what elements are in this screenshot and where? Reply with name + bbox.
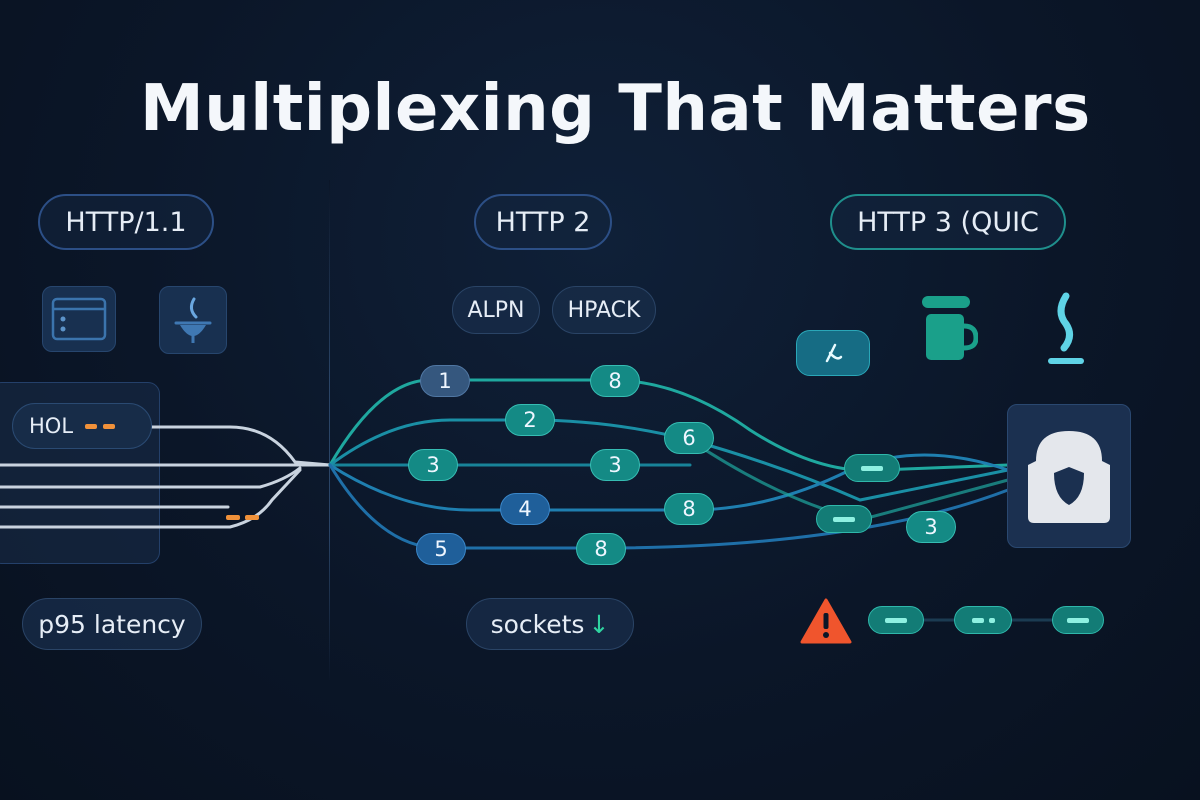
http2-label: HTTP 2	[474, 194, 612, 250]
stream-line	[328, 453, 1010, 512]
http1-line	[128, 425, 332, 467]
stream-badge: 4	[500, 493, 550, 525]
warning-icon	[800, 598, 852, 648]
http1-label: HTTP/1.1	[38, 194, 214, 250]
sockets-metric: sockets↓	[466, 598, 634, 650]
hol-label: HOL	[29, 414, 74, 438]
hol-marker	[85, 423, 98, 429]
stream-badge: 3	[906, 511, 956, 543]
stream-line	[328, 418, 1010, 502]
blocked-marker	[226, 505, 264, 524]
quic-packet	[954, 606, 1012, 634]
stream-badge: 8	[590, 365, 640, 397]
hol-badge: HOL	[12, 403, 152, 449]
quic-packet	[844, 454, 900, 482]
shield-icon	[1028, 431, 1110, 523]
stream-badge: 1	[420, 365, 470, 397]
quic-packet	[816, 505, 872, 533]
server-shield-box	[1007, 404, 1131, 548]
stream-line	[328, 378, 1010, 472]
browser-window-icon	[42, 286, 116, 352]
http3-label: HTTP 3 (QUIC	[830, 194, 1066, 250]
p95-latency-metric: p95 latency	[22, 598, 202, 650]
alpn-tag: ALPN	[452, 286, 540, 334]
coffee-cup-icon	[159, 286, 227, 354]
hol-marker	[103, 423, 116, 429]
stream-badge: 3	[590, 449, 640, 481]
signature-icon	[796, 330, 870, 376]
stream-badge: 8	[664, 493, 714, 525]
page-title: Multiplexing That Matters	[140, 72, 1091, 146]
stream-badge: 3	[408, 449, 458, 481]
steam-icon	[1040, 292, 1090, 376]
column-divider	[329, 180, 330, 680]
hpack-tag: HPACK	[552, 286, 656, 334]
quic-packet	[1052, 606, 1104, 634]
sockets-label: sockets	[490, 609, 585, 639]
stream-badge: 2	[505, 404, 555, 436]
quic-packet	[868, 606, 924, 634]
mug-icon	[918, 294, 979, 370]
http1-line	[0, 466, 302, 489]
arrow-down-icon: ↓	[588, 609, 610, 639]
stream-badge: 6	[664, 422, 714, 454]
stream-badge: 8	[576, 533, 626, 565]
stream-badge: 5	[416, 533, 466, 565]
